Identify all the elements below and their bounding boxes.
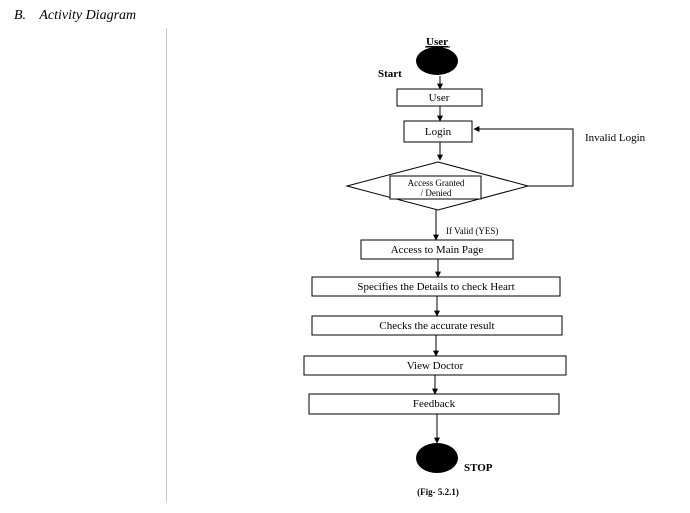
node-user-label: User	[429, 92, 450, 104]
node-login	[403, 120, 473, 143]
start-node	[416, 47, 458, 75]
node-feedback-label: Feedback	[413, 398, 456, 410]
section-heading: B. Activity Diagram	[14, 8, 136, 24]
node-details-label: Specifies the Details to check Heart	[357, 281, 514, 293]
node-checks-label: Checks the accurate result	[379, 320, 494, 332]
node-feedback	[308, 393, 560, 415]
node-checks	[311, 315, 563, 336]
start-label: Start	[378, 68, 402, 80]
actor-label: User	[426, 36, 448, 48]
node-doctor-label: View Doctor	[407, 360, 464, 372]
decision-inner-box	[389, 175, 482, 200]
edge-invalid-label: Invalid Login	[585, 132, 646, 144]
decision-label-line1: Access Granted	[408, 178, 465, 188]
decision-label-line2: / Denied	[421, 188, 452, 198]
edge-valid-label: If Valid (YES)	[446, 226, 498, 236]
margin-divider	[166, 28, 167, 502]
node-details	[311, 276, 561, 297]
section-title: Activity Diagram	[39, 8, 137, 23]
stop-node	[416, 443, 458, 473]
section-number: B.	[14, 8, 27, 23]
stop-label: STOP	[464, 462, 493, 474]
node-main-page	[360, 239, 514, 260]
node-login-label: Login	[425, 126, 452, 138]
node-main-page-label: Access to Main Page	[391, 244, 484, 256]
figure-caption: (Fig- 5.2.1)	[417, 487, 459, 497]
edge-invalid-login	[473, 126, 574, 187]
